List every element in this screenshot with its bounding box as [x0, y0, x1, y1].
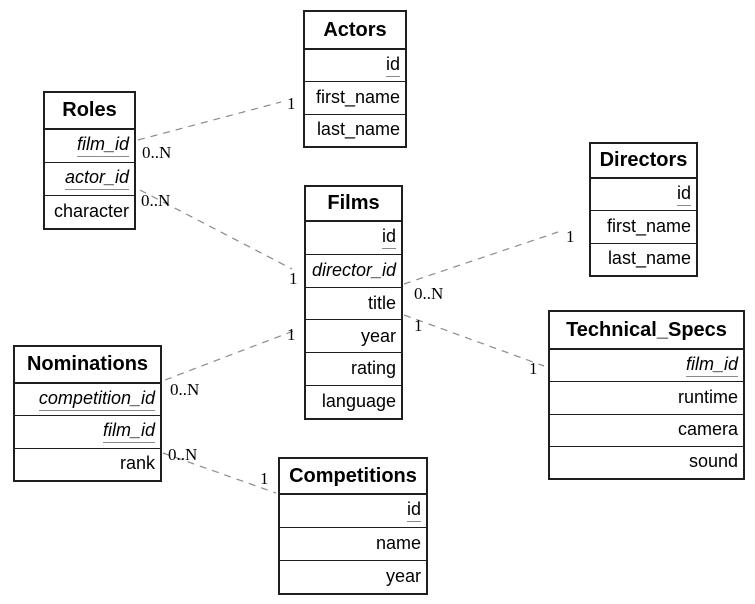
cardinality-label: 1: [287, 94, 296, 113]
relationship-line-films-technical_specs: [403, 314, 545, 367]
relationship-line-nominations-films: [164, 329, 297, 381]
field-name: year: [385, 566, 421, 587]
field-name: year: [360, 325, 396, 346]
field-row-competition_id: competition_id: [15, 384, 160, 415]
cardinality-label: 1: [529, 359, 538, 378]
field-name: runtime: [677, 386, 738, 407]
cardinality-label: 0..N: [142, 143, 172, 162]
entity-title: Nominations: [15, 347, 160, 384]
entity-rows: id name year: [280, 495, 426, 593]
field-name: rank: [119, 453, 155, 474]
cardinality-label: 0..N: [170, 380, 200, 399]
field-row-name: name: [280, 527, 426, 560]
field-row-film_id: film_id: [550, 350, 743, 381]
field-row-rank: rank: [15, 447, 160, 480]
field-row-character: character: [45, 195, 134, 228]
entity-title: Films: [306, 187, 401, 222]
field-name: last_name: [607, 248, 691, 269]
cardinality-label: 1: [287, 325, 296, 344]
cardinality-label: 1: [289, 269, 298, 288]
field-row-id: id: [280, 495, 426, 527]
field-row-language: language: [306, 385, 401, 418]
field-name: title: [367, 292, 396, 313]
field-row-film_id: film_id: [15, 415, 160, 447]
field-name: character: [53, 201, 129, 222]
entity-roles: Roles film_id actor_id character: [43, 91, 136, 230]
field-name: film_id: [102, 420, 155, 443]
field-name: language: [321, 391, 396, 412]
field-name: director_id: [311, 259, 396, 280]
field-row-year: year: [280, 560, 426, 593]
entity-title: Technical_Specs: [550, 312, 743, 350]
field-row-camera: camera: [550, 413, 743, 446]
cardinality-label: 0..N: [414, 284, 444, 303]
entity-title: Directors: [591, 144, 696, 179]
cardinality-label: 1: [260, 469, 269, 488]
field-name: id: [381, 226, 396, 249]
field-row-year: year: [306, 319, 401, 352]
entity-title: Actors: [305, 12, 405, 50]
entity-competitions: Competitions id name year: [278, 457, 428, 595]
field-row-last_name: last_name: [591, 242, 696, 275]
entity-actors: Actors id first_name last_name: [303, 10, 407, 148]
field-name: first_name: [606, 216, 691, 237]
entity-title: Roles: [45, 93, 134, 130]
field-name: camera: [677, 419, 738, 440]
field-row-sound: sound: [550, 445, 743, 478]
field-row-last_name: last_name: [305, 113, 405, 146]
entity-rows: id first_name last_name: [591, 179, 696, 275]
relationship-line-films-directors: [403, 231, 559, 285]
cardinality-label: 0..N: [141, 191, 171, 210]
field-name: last_name: [316, 119, 400, 140]
field-name: sound: [688, 451, 738, 472]
field-name: id: [676, 183, 691, 206]
field-row-id: id: [306, 222, 401, 254]
field-name: id: [406, 499, 421, 522]
field-name: actor_id: [64, 167, 129, 190]
field-row-director_id: director_id: [306, 253, 401, 287]
entity-rows: film_id actor_id character: [45, 130, 134, 228]
field-name: name: [375, 533, 421, 554]
field-row-rating: rating: [306, 352, 401, 385]
field-row-runtime: runtime: [550, 381, 743, 413]
field-row-actor_id: actor_id: [45, 162, 134, 195]
field-name: first_name: [315, 87, 400, 108]
field-name: film_id: [76, 134, 129, 157]
cardinality-label: 1: [414, 316, 423, 335]
field-name: film_id: [685, 354, 738, 377]
field-row-title: title: [306, 286, 401, 320]
entity-directors: Directors id first_name last_name: [589, 142, 698, 277]
relationship-line-nominations-competitions: [162, 452, 277, 494]
field-name: competition_id: [38, 388, 155, 411]
cardinality-label: 0..N: [168, 445, 198, 464]
field-name: id: [385, 54, 400, 77]
field-row-film_id: film_id: [45, 130, 134, 162]
field-row-id: id: [305, 50, 405, 81]
field-row-first_name: first_name: [305, 81, 405, 113]
entity-rows: id first_name last_name: [305, 50, 405, 146]
relationship-line-roles-actors: [137, 101, 282, 141]
entity-title: Competitions: [280, 459, 426, 495]
field-row-first_name: first_name: [591, 210, 696, 242]
cardinality-label: 1: [566, 227, 575, 246]
field-name: rating: [350, 358, 396, 379]
relationship-line-roles-films: [139, 189, 293, 270]
field-row-id: id: [591, 179, 696, 210]
